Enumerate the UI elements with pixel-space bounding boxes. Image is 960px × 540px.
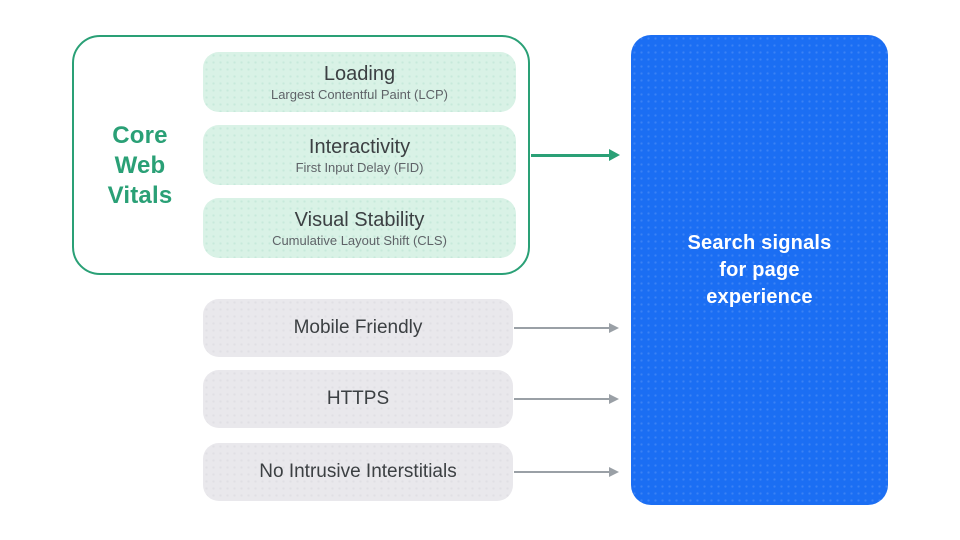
arrow-shaft: [531, 154, 612, 157]
https-pill: HTTPS: [203, 370, 513, 428]
arrow-shaft: [514, 327, 611, 329]
interactivity-title: Interactivity: [308, 135, 411, 158]
arrow-head-icon: [609, 467, 619, 477]
arrow-head-icon: [609, 149, 620, 161]
mobile-friendly-arrow: [514, 323, 619, 333]
no-intrusive-interstitials-arrow: [514, 467, 619, 477]
search-signals-label: Search signals for page experience: [687, 231, 832, 308]
core-web-vitals-arrow: [531, 149, 620, 161]
arrow-shaft: [514, 398, 611, 400]
visual-stability-pill: Visual Stability Cumulative Layout Shift…: [203, 198, 516, 258]
https-arrow: [514, 394, 619, 404]
visual-stability-subtitle: Cumulative Layout Shift (CLS): [272, 232, 447, 248]
no-intrusive-interstitials-pill: No Intrusive Interstitials: [203, 443, 513, 501]
loading-title: Loading: [323, 62, 396, 85]
interactivity-subtitle: First Input Delay (FID): [295, 159, 424, 175]
core-web-vitals-group-box: [72, 35, 530, 275]
loading-pill: Loading Largest Contentful Paint (LCP): [203, 52, 516, 112]
loading-subtitle: Largest Contentful Paint (LCP): [270, 86, 449, 102]
arrow-shaft: [514, 471, 611, 473]
search-signals-box: Search signals for page experience: [631, 35, 888, 505]
visual-stability-title: Visual Stability: [294, 208, 425, 231]
arrow-head-icon: [609, 323, 619, 333]
core-web-vitals-label: Core Web Vitals: [107, 122, 173, 209]
mobile-friendly-pill: Mobile Friendly: [203, 299, 513, 357]
interactivity-pill: Interactivity First Input Delay (FID): [203, 125, 516, 185]
arrow-head-icon: [609, 394, 619, 404]
